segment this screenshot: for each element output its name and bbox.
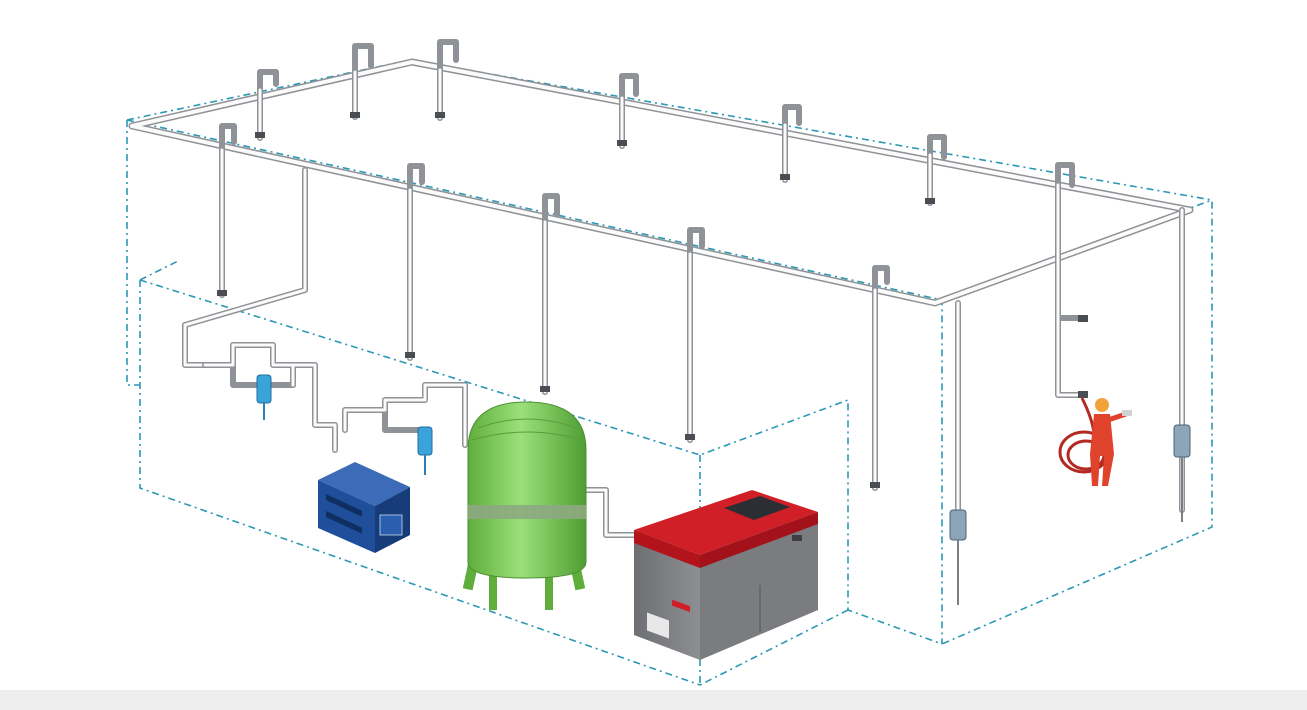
- pipe-fittings: [217, 112, 1088, 488]
- point-of-use-filter-1: [949, 509, 967, 605]
- operator-with-hose: [1058, 397, 1132, 486]
- point-of-use-filter-2: [1173, 424, 1191, 522]
- ring-main-pipe: [128, 58, 1194, 307]
- bottom-band: [0, 690, 1307, 710]
- air-receiver-tank: [462, 401, 587, 610]
- refrigerated-dryer: [318, 462, 410, 553]
- inline-filter-2: [417, 426, 433, 475]
- screw-compressor: [634, 490, 818, 660]
- inline-filter-1: [256, 374, 272, 420]
